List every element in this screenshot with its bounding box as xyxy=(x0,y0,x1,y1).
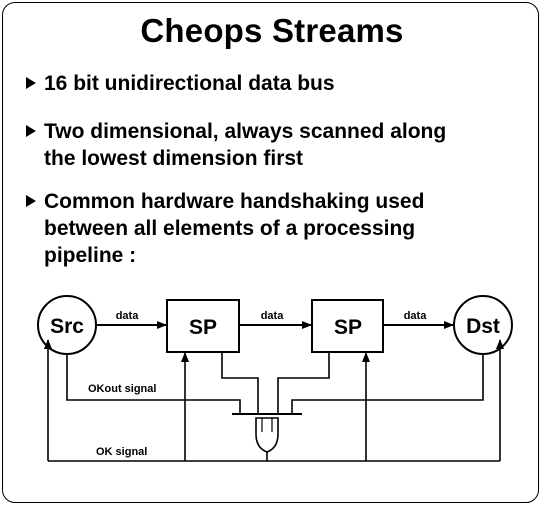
bullet-arrow-icon xyxy=(26,195,36,207)
bullet-arrow-icon xyxy=(26,77,36,89)
bullet-3-line-3: pipeline : xyxy=(44,244,137,267)
src-label: Src xyxy=(50,315,84,338)
slide-title: Cheops Streams xyxy=(140,12,404,49)
bullet-1: 16 bit unidirectional data bus xyxy=(44,70,335,97)
bullet-3-line-2: between all elements of a processing xyxy=(44,217,416,240)
bullet-2-line-1: Two dimensional, always scanned along xyxy=(44,120,447,143)
dst-node: Dst xyxy=(453,295,513,355)
data-label-3: data xyxy=(404,310,428,322)
dst-label: Dst xyxy=(466,315,500,338)
bullet-3-line-1: Common hardware handshaking used xyxy=(44,190,425,213)
sp1-node: SP xyxy=(166,299,240,353)
sp2-label: SP xyxy=(334,316,362,339)
sp1-label: SP xyxy=(189,316,217,339)
okout-label: OKout signal xyxy=(88,383,156,395)
src-node: Src xyxy=(37,295,97,355)
ok-signal-wires xyxy=(48,452,500,462)
bullet-3: Common hardware handshaking used between… xyxy=(44,188,424,269)
bullet-1-line-1: 16 bit unidirectional data bus xyxy=(44,72,335,95)
ok-label: OK signal xyxy=(96,446,147,458)
okout-wires xyxy=(66,352,484,414)
bullet-arrow-icon xyxy=(26,125,36,137)
data-label-1: data xyxy=(116,310,140,322)
bullet-2: Two dimensional, always scanned along th… xyxy=(44,118,446,172)
sp2-node: SP xyxy=(311,299,384,353)
and-gate xyxy=(232,413,302,453)
bullet-2-line-2: the lowest dimension first xyxy=(44,147,304,170)
data-label-2: data xyxy=(261,310,285,322)
